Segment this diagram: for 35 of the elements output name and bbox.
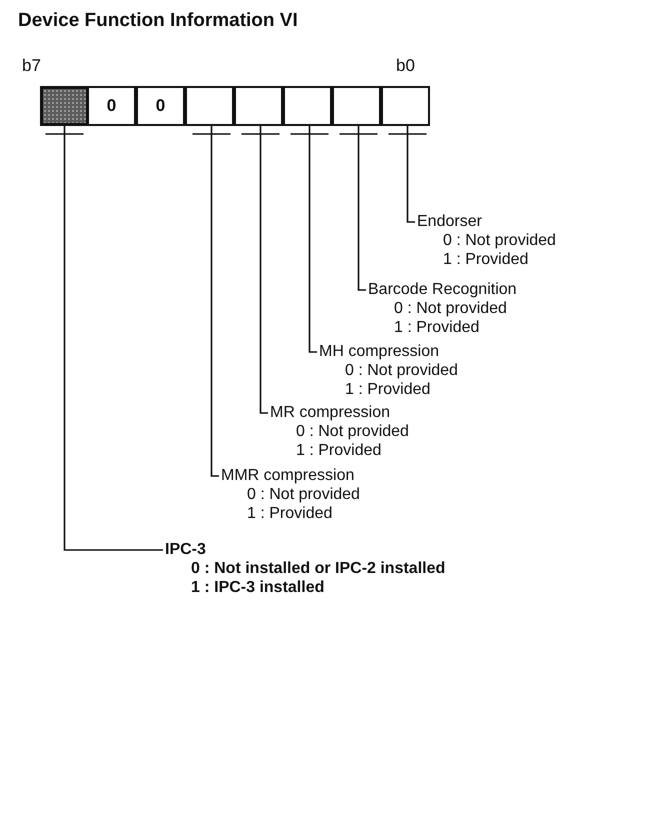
value-description: 0 : Not installed or IPC-2 installed — [191, 559, 446, 578]
leader-line — [338, 125, 378, 291]
value-description: 1 : Provided — [443, 250, 530, 269]
shaded-bit-cell — [40, 86, 89, 126]
field-name: MH compression — [319, 342, 440, 361]
bit-cell: 0 — [87, 86, 136, 126]
diagram-title: Device Function Information VI — [18, 10, 298, 32]
value-description: 0 : Not provided — [443, 231, 556, 250]
bit-cell — [332, 86, 381, 126]
value-description: 0 : Not provided — [394, 299, 508, 318]
value-description: 0 : Not provided — [345, 361, 458, 380]
leader-line — [388, 125, 428, 223]
bit-cell — [283, 86, 332, 126]
value-description: 1 : Provided — [247, 504, 334, 523]
bit-label: b7 — [22, 56, 41, 76]
bit-cell — [381, 86, 430, 126]
field-name: MMR compression — [221, 466, 356, 485]
field-name: Endorser — [417, 212, 483, 231]
value-description: 1 : Provided — [345, 380, 432, 399]
field-name: MR compression — [270, 403, 392, 422]
field-name: Barcode Recognition — [368, 280, 517, 299]
leader-line — [44, 125, 164, 551]
value-description: 1 : Provided — [394, 318, 480, 337]
bit-cell — [234, 86, 283, 126]
field-name: IPC-3 — [165, 540, 207, 559]
leader-line — [192, 125, 232, 477]
leader-line — [290, 125, 330, 353]
bit-cell — [185, 86, 234, 126]
value-description: 0 : Not provided — [247, 485, 360, 504]
value-description: 0 : Not provided — [296, 422, 409, 441]
leader-line — [240, 125, 280, 414]
value-description: 1 : IPC-3 installed — [191, 578, 326, 597]
bit-label: b0 — [396, 56, 415, 76]
value-description: 1 : Provided — [296, 441, 382, 460]
bit-cell: 0 — [136, 86, 185, 126]
